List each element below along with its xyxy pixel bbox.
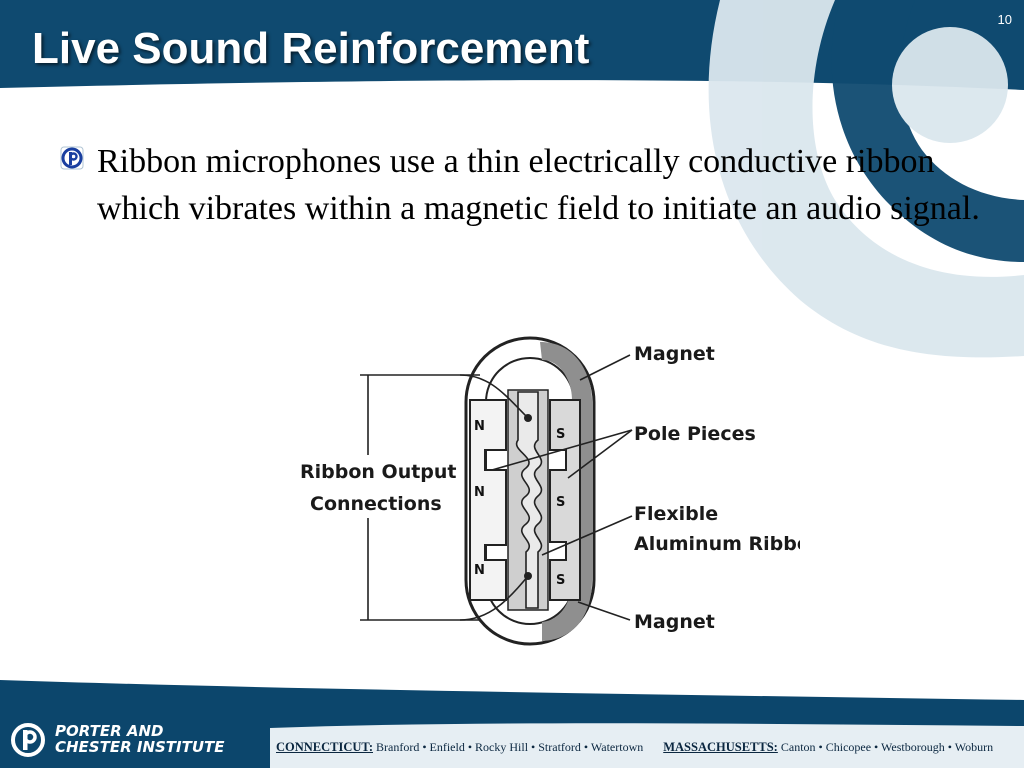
footer: PORTER AND CHESTER INSTITUTE CONNECTICUT… <box>0 710 1024 768</box>
footer-locations-strip <box>270 723 1024 768</box>
state-massachusetts: MASSACHUSETTS: <box>663 740 778 754</box>
pc-logo-bullet-icon <box>60 146 84 170</box>
leader-magnet-top <box>579 354 631 381</box>
output-lead-bottom <box>459 575 529 621</box>
brand-line-2: CHESTER INSTITUTE <box>55 738 225 756</box>
watermark-logo <box>708 0 1024 358</box>
pc-logo-icon <box>11 723 45 757</box>
output-lead-top <box>459 374 529 419</box>
pole-piece-right <box>549 399 581 601</box>
bullet-text: Ribbon microphones use a thin electrical… <box>97 143 980 227</box>
locations-line: CONNECTICUT: Branford • Enfield • Rocky … <box>276 740 993 755</box>
leader-magnet-bottom <box>577 601 631 621</box>
label-output-line1: Ribbon Output <box>300 461 457 483</box>
label-magnet-bottom: Magnet <box>634 611 715 633</box>
ribbon-microphone-diagram: N N N S S S Magnet Pole Pieces Flexible … <box>300 336 800 646</box>
pole-s-top: S <box>556 427 565 442</box>
state-connecticut: CONNECTICUT: <box>276 740 373 754</box>
label-flexible: Flexible <box>634 503 718 525</box>
cities-massachusetts: Canton • Chicopee • Westborough • Woburn <box>780 740 994 754</box>
pole-n-bottom: N <box>474 563 485 578</box>
aluminum-ribbon <box>515 391 543 609</box>
pole-s-mid: S <box>556 495 565 510</box>
slide-number: 10 <box>997 12 1012 27</box>
label-output-line2: Connections <box>310 493 442 515</box>
pole-s-bottom: S <box>556 573 565 588</box>
label-pole-pieces: Pole Pieces <box>634 423 756 445</box>
label-magnet-top: Magnet <box>634 343 715 365</box>
label-aluminum-ribbon: Aluminum Ribbon <box>634 533 800 555</box>
slide-title: Live Sound Reinforcement <box>32 24 590 73</box>
cities-connecticut: Branford • Enfield • Rocky Hill • Stratf… <box>376 740 644 754</box>
leader-pole-2 <box>567 429 633 479</box>
pole-n-top: N <box>474 419 485 434</box>
leader-pole-1 <box>491 429 633 471</box>
pole-n-mid: N <box>474 485 485 500</box>
brand-line-1: PORTER AND <box>55 722 164 740</box>
leader-ribbon <box>541 515 633 556</box>
